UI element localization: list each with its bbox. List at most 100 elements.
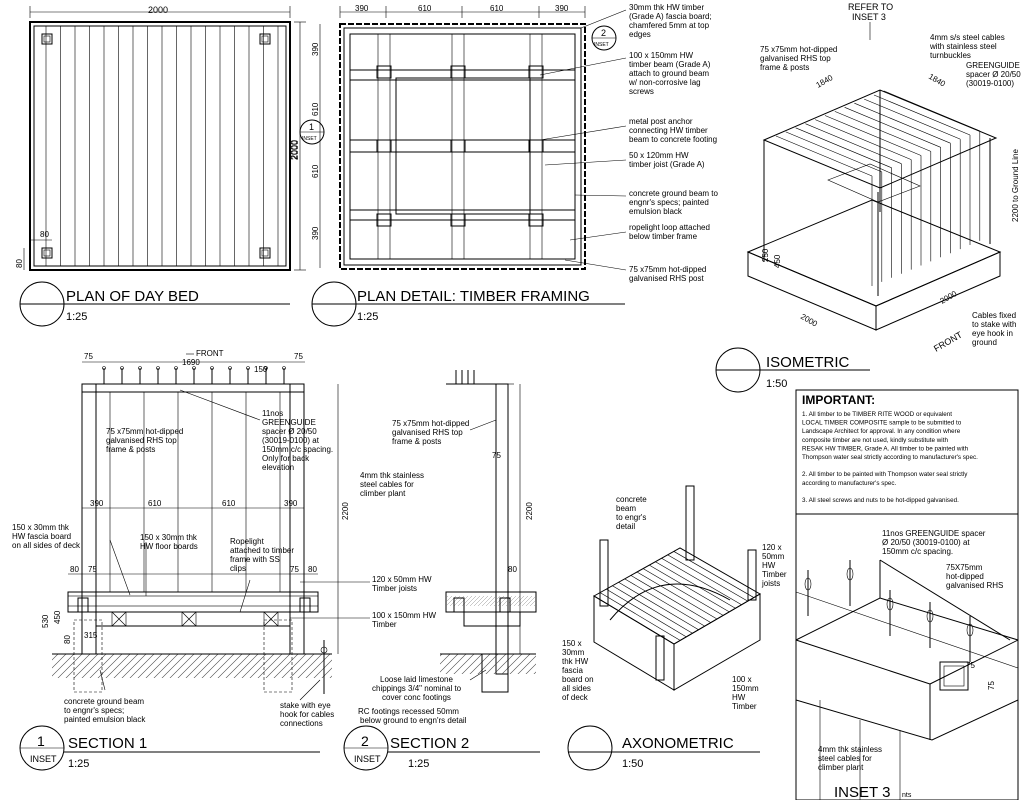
s2-dim-75: 75 (492, 451, 501, 460)
s1-note-ground-0: concrete ground beam (64, 697, 144, 706)
s1-note-gg-4: 150mm c/c spacing. (262, 445, 333, 454)
iso-note-rhs-3: frame & posts (760, 63, 809, 72)
inset3-nts: nts (902, 792, 912, 799)
timber-joist (529, 33, 543, 260)
spacer-cap (120, 366, 124, 370)
post-anchor (528, 65, 544, 79)
spacer-cap (246, 366, 250, 370)
s2-num: 2 (361, 733, 369, 749)
turnbuckle-eye (846, 567, 854, 581)
axo-note-fascia-2: thk HW (562, 657, 589, 666)
iso-cable (834, 111, 931, 152)
s1-title: SECTION 1 (68, 735, 147, 752)
iso-note-gg-3: (30019-0100) (966, 79, 1014, 88)
axo-note-beam-0: concrete (616, 495, 647, 504)
pd-dim-side-total: 2000 (290, 140, 300, 160)
s2-dim-80: 80 (508, 565, 517, 574)
inset3-note-rhs-0: 75X75mm (946, 563, 983, 572)
s1-note-ground-2: painted emulsion black (64, 715, 146, 724)
inset3-dim-75a: 75 (966, 661, 975, 670)
axo-ropelight (609, 583, 731, 621)
s1-dim-450: 450 (53, 610, 62, 624)
axo-note-joists-0: 120 x (762, 543, 782, 552)
s1-note-cables-0: 4mm thk stainless (360, 471, 424, 480)
plan-of-day-bed: 2000 2000 80 80 PLAN OF DAY BED 1:25 (15, 5, 306, 327)
pd-note-0-1: (Grade A) fascia board; (629, 12, 712, 21)
iso-note-cables-1: 4mm s/s steel cables (930, 33, 1005, 42)
s1-note-gg-6: elevation (262, 463, 294, 472)
section-1: FRONT 75 1690 75 150 390 610 (12, 349, 436, 771)
iso-stake-2: to stake with (972, 320, 1016, 329)
plan-dim-80a: 80 (40, 230, 49, 239)
s2-title: SECTION 2 (390, 735, 469, 752)
axo-board (612, 585, 693, 634)
post-anchor (450, 139, 466, 153)
pd-note-1-0: 100 x 150mm HW (629, 51, 693, 60)
iso-note-cables-3: turnbuckles (930, 51, 971, 60)
s2-lime-1: Loose laid limestone (380, 675, 453, 684)
axo-note-joists-2: HW (762, 561, 776, 570)
axo-post (747, 549, 757, 601)
s1-dim-mid-0: 390 (90, 499, 104, 508)
s1-dim-75b: 75 (294, 352, 303, 361)
axo-board (655, 561, 736, 609)
iso-deck-top (746, 199, 1002, 307)
post-anchor (450, 65, 466, 79)
axo-deck-front (593, 595, 675, 691)
inset3-title: INSET 3 (834, 784, 890, 800)
s1-note-ropelight-2: frame with SS (230, 555, 280, 564)
s2-inset: INSET (354, 754, 381, 764)
timber-beam (349, 209, 576, 221)
iso-cable (844, 107, 941, 148)
s1-note-stake-0: stake with eye (280, 701, 331, 710)
post-anchor (528, 139, 544, 153)
axo-board (606, 588, 687, 638)
deck-board-lines (45, 26, 279, 266)
pd-note-5-1: below timber frame (629, 232, 698, 241)
inset3-note-gg-1: Ø 20/50 (30019-0100) at (882, 538, 970, 547)
pd-dim-top-2: 610 (490, 4, 504, 13)
iso-cable (864, 98, 961, 140)
s1-dim-80-0: 80 (70, 565, 79, 574)
important-line-3: composite timber are not used, kindly su… (802, 437, 948, 444)
s1-note-gg-5: Only for back (262, 454, 310, 463)
turnbuckle-eye (804, 577, 812, 591)
iso-dim-1840a: 1840 (815, 73, 835, 90)
pd-dim-top-1: 610 (418, 4, 432, 13)
axo-scale: 1:50 (622, 758, 643, 770)
pd-note-5-0: ropelight loop attached (629, 223, 710, 232)
s1-dim-mid-3: 390 (284, 499, 298, 508)
inset3-note-cables-1: steel cables for (818, 754, 872, 763)
pd-note-3-1: timber joist (Grade A) (629, 160, 705, 169)
iso-front: FRONT (932, 329, 964, 353)
iso-stake-3: eye hook in (972, 329, 1013, 338)
axo-title: AXONOMETRIC (622, 735, 734, 752)
spacer-cap (192, 366, 196, 370)
s1-note-fascia-2: on all sides of deck (12, 541, 81, 550)
s1-dim-1690: 1690 (182, 358, 200, 367)
pd-note-1-3: w/ non-corrosive lag (628, 78, 701, 87)
s1-note-gg-0: 11nos (262, 409, 283, 418)
pd-dim-side-1: 610 (311, 102, 320, 116)
iso-bench (827, 163, 921, 203)
axo-board (624, 578, 705, 627)
pd-note-6-1: galvanised RHS post (629, 274, 704, 283)
inset3-note-rhs-1: hot-dipped (946, 572, 984, 581)
iso-cable (785, 131, 882, 173)
plan-dim-side: 2000 (289, 140, 299, 160)
s1-dim-150: 150 (254, 365, 268, 374)
s1-note-ropelight-1: attached to timber (230, 546, 294, 555)
important-line-0: 1. All timber to be TIMBER RITE WOOD or … (802, 411, 952, 418)
axo-note-beam-1: beam (616, 504, 636, 513)
spacer-cap (228, 366, 232, 370)
important-notes-box: IMPORTANT: 1. All timber to be TIMBER RI… (795, 389, 1019, 515)
axo-note-fascia-4: board on (562, 675, 594, 684)
iso-refer-1: REFER TO (848, 2, 893, 12)
s1-note-ground-1: to engnr's specs; (64, 706, 124, 715)
pd-note-0-2: chamfered 5mm at top (629, 21, 710, 30)
iso-title: ISOMETRIC (766, 354, 850, 371)
s2-rc-1: RC footings recessed 50mm (358, 707, 459, 716)
axo-board (667, 554, 748, 602)
s2-lime-3: cover conc footings (382, 693, 451, 702)
pd-note-4-2: emulsion black (629, 207, 683, 216)
